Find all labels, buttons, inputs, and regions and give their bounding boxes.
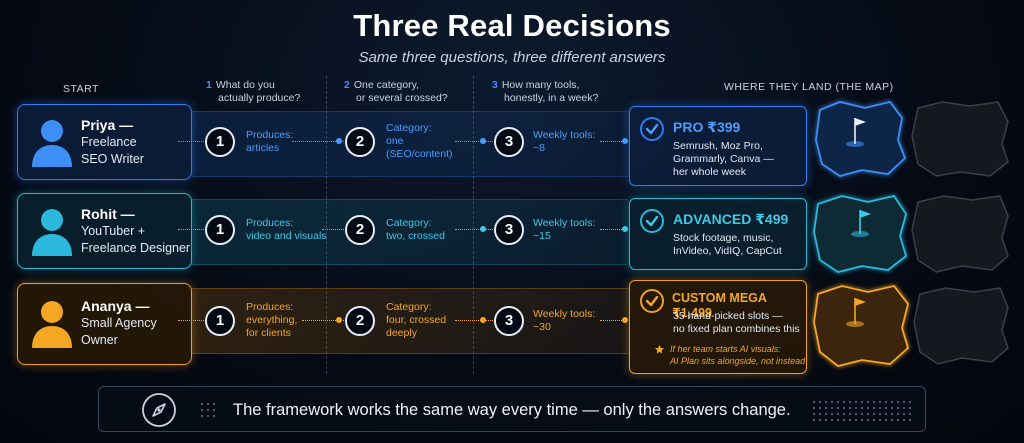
answer-weekly-tools: Weekly tools:~15 [533,217,596,242]
person-card-ananya[interactable]: Ananya — Small Agency Owner [17,283,192,365]
plan-card-advanced[interactable]: ADVANCED ₹499 Stock footage, music,InVid… [629,198,807,270]
connector-line [322,229,346,230]
map-tile [911,101,1009,177]
plan-card-custom-mega[interactable]: CUSTOM MEGA ₹1,499 35 hand-picked slots … [629,280,807,374]
person-role: Owner [81,333,118,347]
answer-category: Category:two, crossed [386,217,445,242]
connector-dot [622,317,628,323]
step-2-circle: 2 [345,127,375,157]
dot-pattern [199,401,219,419]
connector-dot [622,226,628,232]
person-role: Small Agency [81,316,157,330]
connector-line [178,141,206,142]
user-icon [32,301,72,348]
answer-category: Category:one(SEO/content) [386,122,453,160]
step-2-circle: 2 [345,306,375,336]
header-where-they-land: WHERE THEY LAND (THE MAP) [724,81,894,93]
step-1-circle: 1 [205,127,235,157]
connector-dot [622,138,628,144]
flag-icon [851,210,871,237]
plan-title: ADVANCED ₹499 [673,211,789,227]
person-role: SEO Writer [81,152,144,166]
step-1-circle: 1 [205,215,235,245]
step-2-circle: 2 [345,215,375,245]
user-icon [32,120,72,167]
step-3-circle: 3 [494,127,524,157]
map-panel [810,96,1015,384]
map-tile [911,195,1009,273]
connector-line [455,141,495,142]
answer-produces: Produces:articles [246,129,294,154]
connector-dot [336,138,342,144]
check-circle-icon [640,209,664,233]
answer-produces: Produces:everything,for clients [246,301,298,339]
question-1-number: 1 [206,79,212,91]
connector-line [600,229,630,230]
answer-produces: Produces:video and visuals [246,217,327,242]
footer-banner: The framework works the same way every t… [98,386,926,432]
check-circle-icon [640,117,664,141]
connector-dot [480,226,486,232]
connector-dot [480,317,486,323]
person-card-priya[interactable]: Priya — Freelance SEO Writer [17,104,192,180]
question-3-number: 3 [492,79,498,91]
connector-line [455,320,495,321]
row-band-priya [190,111,630,177]
person-name: Rohit — [81,206,135,222]
ai-plan-note: If her team starts AI visuals:AI Plan si… [670,344,806,366]
person-card-rohit[interactable]: Rohit — YouTuber + Freelance Designer [17,193,192,269]
map-tile [913,287,1009,365]
footer-text: The framework works the same way every t… [233,401,791,419]
connector-line [292,141,346,142]
step-3-circle: 3 [494,215,524,245]
header-start: START [63,83,99,95]
step-3-circle: 3 [494,306,524,336]
star-icon [654,344,665,354]
connector-line [178,320,206,321]
plan-title: CUSTOM MEGA ₹1,499 [672,291,767,320]
compass-icon [142,393,176,427]
connector-dot [480,138,486,144]
column-divider [326,76,327,374]
connector-line [302,320,346,321]
answer-weekly-tools: Weekly tools:~30 [533,308,596,333]
row-band-ananya [190,288,630,354]
person-name: Ananya — [81,298,150,314]
dot-pattern [811,399,911,421]
connector-line [600,141,630,142]
person-role: Freelance Designer [81,241,191,255]
row-band-rohit [190,199,630,265]
answer-weekly-tools: Weekly tools:~8 [533,129,596,154]
question-2-number: 2 [344,79,350,91]
connector-dot [336,317,342,323]
connector-line [600,320,630,321]
check-circle-icon [640,289,664,313]
page-subtitle: Same three questions, three different an… [358,49,666,66]
flag-icon [846,118,866,147]
plan-card-pro[interactable]: PRO ₹399 Semrush, Moz Pro,Grammarly, Can… [629,106,807,186]
user-icon [32,209,72,256]
connector-line [455,229,495,230]
plan-description: Stock footage, music,InVideo, VidIQ, Cap… [673,232,782,257]
page-title: Three Real Decisions [353,8,671,43]
plan-title: PRO ₹399 [673,119,741,135]
connector-line [178,229,206,230]
plan-description: Semrush, Moz Pro,Grammarly, Canva —her w… [673,140,774,178]
person-name: Priya — [81,117,134,133]
plan-description: 35 hand-picked slots —no fixed plan comb… [673,310,800,335]
person-role: Freelance [81,135,137,149]
map-tile-active [815,100,907,177]
column-divider [473,76,474,374]
step-1-circle: 1 [205,306,235,336]
person-role: YouTuber + [81,224,146,238]
flag-icon [846,298,866,327]
